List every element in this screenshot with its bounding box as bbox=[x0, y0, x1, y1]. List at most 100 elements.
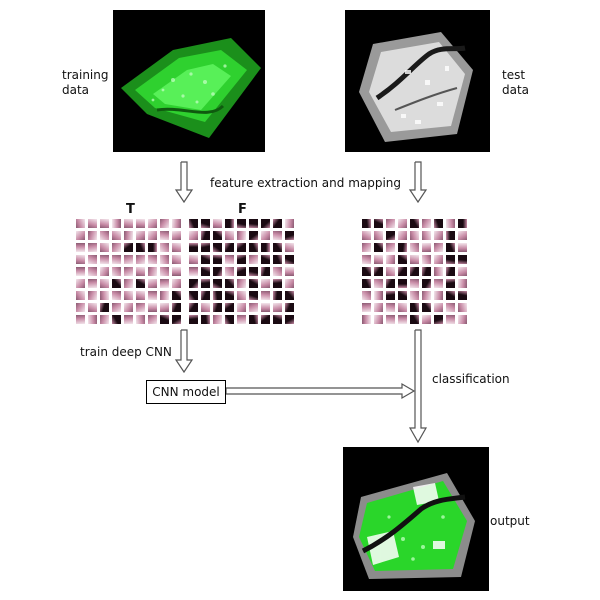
image-patch bbox=[386, 279, 395, 288]
image-patch bbox=[446, 231, 455, 240]
image-patch bbox=[422, 291, 431, 300]
image-patch bbox=[434, 279, 443, 288]
image-patch bbox=[458, 255, 467, 264]
image-patch bbox=[398, 315, 407, 324]
image-patch bbox=[189, 219, 198, 228]
arrow-test-to-patches bbox=[408, 161, 428, 204]
image-patch bbox=[76, 315, 85, 324]
image-patch bbox=[160, 219, 169, 228]
image-patch bbox=[374, 231, 383, 240]
image-patch bbox=[160, 303, 169, 312]
image-patch bbox=[189, 267, 198, 276]
image-patch bbox=[273, 303, 282, 312]
image-patch bbox=[201, 291, 210, 300]
image-patch bbox=[124, 219, 133, 228]
image-patch bbox=[189, 231, 198, 240]
image-patch bbox=[124, 267, 133, 276]
image-patch bbox=[213, 231, 222, 240]
image-patch bbox=[88, 243, 97, 252]
image-patch bbox=[434, 219, 443, 228]
image-patch bbox=[285, 303, 294, 312]
image-patch bbox=[213, 255, 222, 264]
image-patch bbox=[422, 231, 431, 240]
test-patches bbox=[362, 219, 472, 327]
image-patch bbox=[362, 291, 371, 300]
image-patch bbox=[237, 279, 246, 288]
image-patch bbox=[398, 291, 407, 300]
image-patch bbox=[285, 291, 294, 300]
image-patch bbox=[398, 267, 407, 276]
image-patch bbox=[422, 267, 431, 276]
image-patch bbox=[189, 243, 198, 252]
image-patch bbox=[124, 315, 133, 324]
image-patch bbox=[458, 291, 467, 300]
test-data-label: test data bbox=[502, 68, 530, 97]
image-patch bbox=[458, 279, 467, 288]
false-class-label: F bbox=[238, 202, 247, 217]
image-patch bbox=[434, 255, 443, 264]
image-patch bbox=[100, 267, 109, 276]
training-true-patches bbox=[76, 219, 186, 327]
feature-extraction-label: feature extraction and mapping bbox=[210, 176, 402, 190]
image-patch bbox=[410, 303, 419, 312]
image-patch bbox=[225, 219, 234, 228]
image-patch bbox=[249, 279, 258, 288]
image-patch bbox=[100, 219, 109, 228]
image-patch bbox=[172, 219, 181, 228]
image-patch bbox=[112, 291, 121, 300]
image-patch bbox=[434, 231, 443, 240]
image-patch bbox=[148, 267, 157, 276]
image-patch bbox=[446, 243, 455, 252]
image-patch bbox=[285, 243, 294, 252]
image-patch bbox=[249, 303, 258, 312]
image-patch bbox=[398, 255, 407, 264]
image-patch bbox=[273, 255, 282, 264]
image-patch bbox=[189, 315, 198, 324]
image-patch bbox=[76, 219, 85, 228]
image-patch bbox=[124, 279, 133, 288]
arrow-cnn-to-classification bbox=[225, 382, 416, 400]
image-patch bbox=[76, 291, 85, 300]
image-patch bbox=[201, 243, 210, 252]
image-patch bbox=[410, 315, 419, 324]
true-class-label: T bbox=[126, 202, 135, 217]
image-patch bbox=[285, 315, 294, 324]
image-patch bbox=[285, 255, 294, 264]
image-patch bbox=[362, 279, 371, 288]
image-patch bbox=[422, 279, 431, 288]
image-patch bbox=[434, 267, 443, 276]
image-patch bbox=[201, 219, 210, 228]
image-patch bbox=[362, 219, 371, 228]
image-patch bbox=[100, 315, 109, 324]
image-patch bbox=[285, 279, 294, 288]
image-patch bbox=[261, 243, 270, 252]
image-patch bbox=[398, 243, 407, 252]
image-patch bbox=[386, 219, 395, 228]
image-patch bbox=[172, 315, 181, 324]
image-patch bbox=[273, 243, 282, 252]
image-patch bbox=[422, 243, 431, 252]
image-patch bbox=[136, 303, 145, 312]
image-patch bbox=[273, 231, 282, 240]
image-patch bbox=[249, 267, 258, 276]
image-patch bbox=[100, 279, 109, 288]
image-patch bbox=[261, 303, 270, 312]
image-patch bbox=[160, 267, 169, 276]
image-patch bbox=[446, 267, 455, 276]
image-patch bbox=[362, 243, 371, 252]
image-patch bbox=[160, 255, 169, 264]
image-patch bbox=[213, 279, 222, 288]
image-patch bbox=[213, 315, 222, 324]
image-patch bbox=[225, 303, 234, 312]
image-patch bbox=[148, 279, 157, 288]
image-patch bbox=[124, 231, 133, 240]
image-patch bbox=[100, 291, 109, 300]
image-patch bbox=[410, 279, 419, 288]
image-patch bbox=[225, 315, 234, 324]
image-patch bbox=[136, 267, 145, 276]
image-patch bbox=[201, 315, 210, 324]
image-patch bbox=[273, 291, 282, 300]
image-patch bbox=[434, 315, 443, 324]
image-patch bbox=[434, 243, 443, 252]
image-patch bbox=[172, 279, 181, 288]
